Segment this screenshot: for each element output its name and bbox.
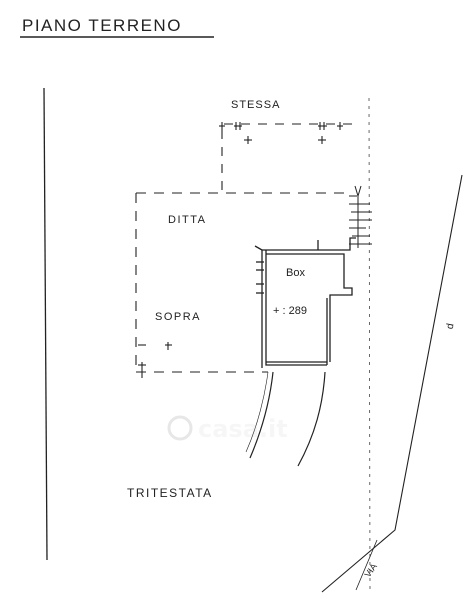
watermark-logo: casa.it xyxy=(167,415,288,443)
label-box: Box xyxy=(286,267,305,279)
stair-symbols xyxy=(349,185,372,248)
left-boundary-line xyxy=(43,87,48,561)
watermark-icon xyxy=(167,415,193,441)
label-stessa: STESSA xyxy=(231,99,280,111)
label-side-mark: d xyxy=(445,323,457,330)
main-dashed-outline xyxy=(135,192,350,378)
box-room-walls xyxy=(254,237,356,368)
plan-title: PIANO TERRENO xyxy=(22,16,182,35)
label-via: VIA xyxy=(362,562,379,580)
label-tritestata: TRITESTATA xyxy=(127,486,213,500)
label-sopra: SOPRA xyxy=(155,311,201,323)
watermark-text: casa.it xyxy=(198,415,288,443)
label-ditta: DITTA xyxy=(168,214,206,226)
road-edge-line xyxy=(321,174,463,593)
label-height: + : 289 xyxy=(273,305,307,317)
road-edge-secondary xyxy=(355,539,378,591)
right-dashed-boundary xyxy=(368,97,371,591)
driveway-curves xyxy=(245,371,326,467)
upper-dashed-volume xyxy=(219,122,360,190)
